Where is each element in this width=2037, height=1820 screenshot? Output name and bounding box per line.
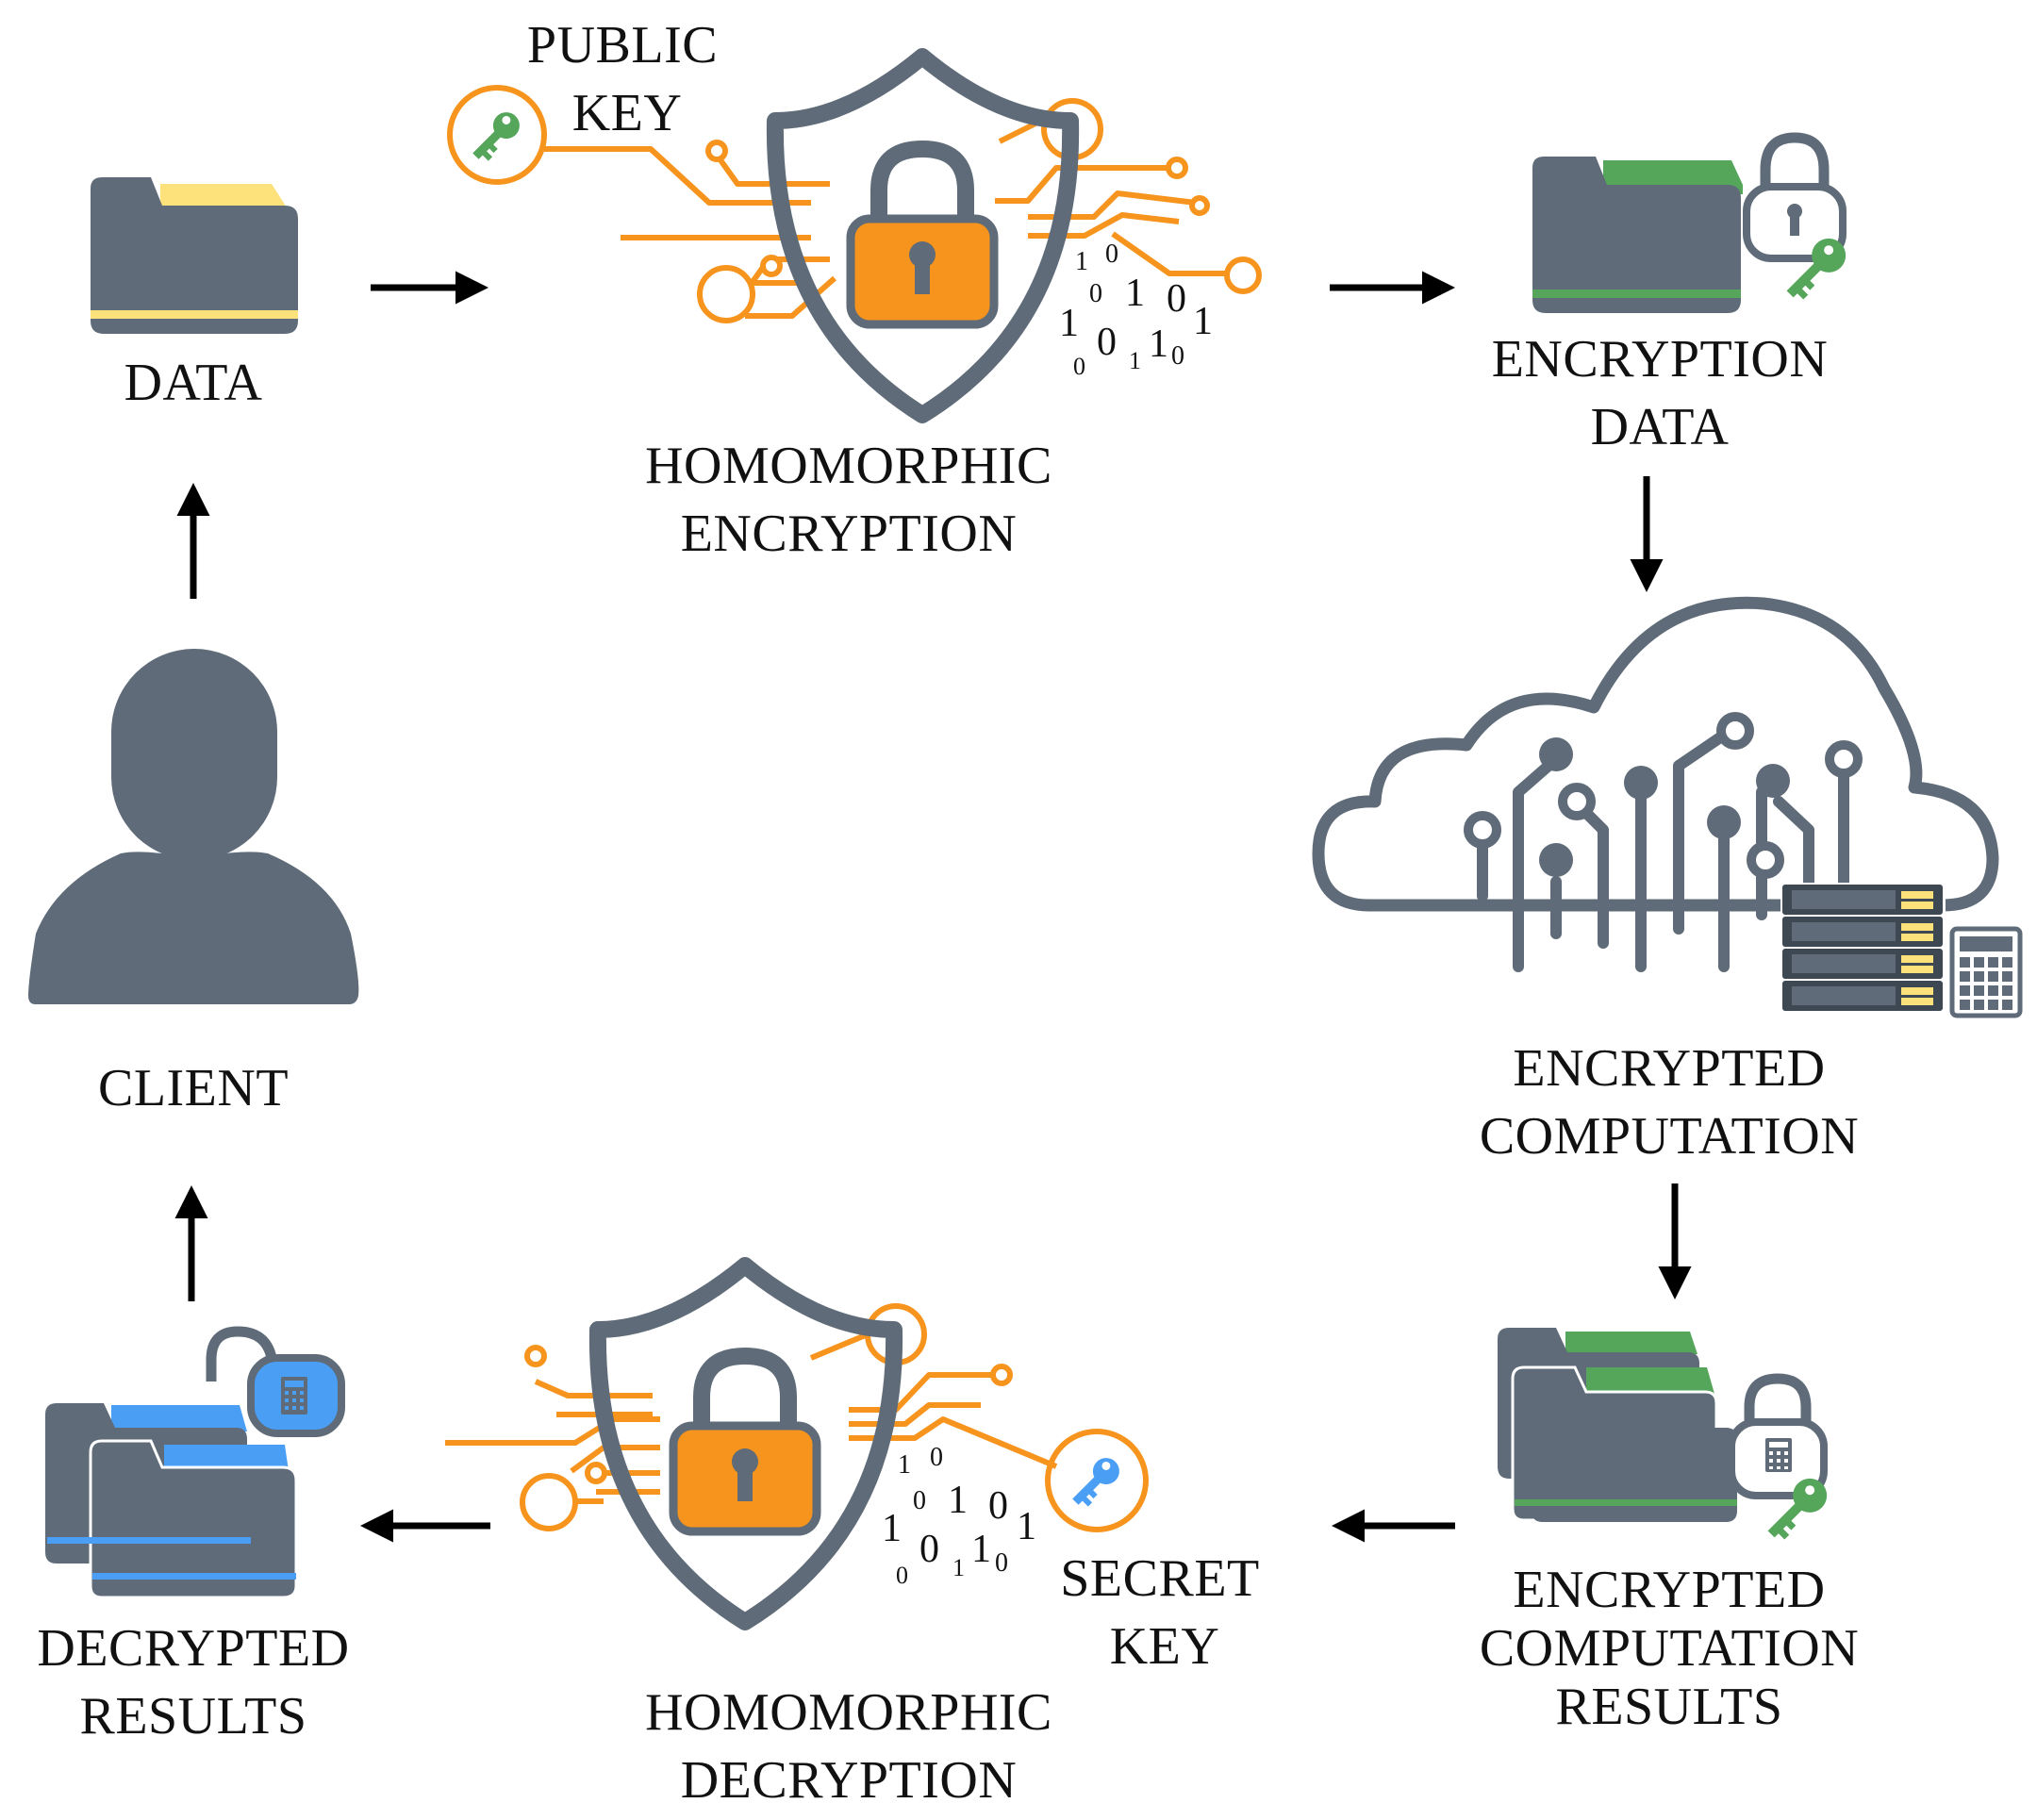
label-homomorphic-encryption: HOMOMORPHIC ENCRYPTION	[645, 437, 1052, 563]
binary-digit: 1	[1193, 300, 1213, 343]
label-client: CLIENT	[97, 1059, 290, 1117]
secret-key-icon	[1045, 1429, 1149, 1532]
binary-digit: 1	[1125, 272, 1145, 315]
binary-digit: 0	[930, 1443, 943, 1472]
encrypted-results-folder-icon	[1498, 1328, 1828, 1540]
key-icon	[1767, 1478, 1828, 1540]
label-secret-key: SECRET KEY	[1060, 1549, 1260, 1676]
decrypted-results-folder-icon	[45, 1326, 345, 1599]
label-public-key: PUBLIC KEY	[526, 16, 719, 142]
key-icon	[1786, 238, 1847, 300]
label-homomorphic-decryption: HOMOMORPHIC DECRYPTION	[645, 1683, 1052, 1810]
binary-digit: 1	[971, 1528, 991, 1571]
binary-digit: 0	[896, 1562, 908, 1589]
binary-digit: 0	[995, 1548, 1008, 1578]
shield-lock-icon	[766, 48, 1080, 423]
cloud-circuit-icon	[1312, 596, 1999, 972]
binary-digit: 0	[1089, 279, 1102, 308]
binary-digit: 1	[882, 1507, 902, 1550]
shield-lock-icon	[588, 1257, 903, 1630]
public-key-icon	[447, 85, 547, 185]
binary-digit: 0	[913, 1486, 926, 1515]
binary-digit: 0	[919, 1528, 939, 1571]
label-decrypted-results: DECRYPTED RESULTS	[37, 1619, 350, 1746]
binary-digit: 1	[1059, 302, 1079, 345]
binary-digit: 1	[1075, 247, 1088, 276]
binary-digit: 1	[1129, 347, 1141, 374]
server-rack-icon	[1780, 883, 1946, 1015]
label-encrypted-computation: ENCRYPTED COMPUTATION	[1479, 1039, 1860, 1166]
folder-icon	[91, 177, 298, 334]
locked-folder-icon	[1532, 132, 1847, 313]
binary-digit: 0	[988, 1484, 1008, 1528]
binary-digit: 1	[1017, 1505, 1036, 1548]
binary-digit: 1	[948, 1479, 968, 1522]
binary-digit: 0	[1105, 240, 1118, 269]
label-encryption-data: ENCRYPTION DATA	[1491, 330, 1829, 456]
binary-digit: 1	[952, 1554, 965, 1581]
label-data: DATA	[124, 354, 263, 412]
binary-digit: 0	[1171, 341, 1184, 371]
label-encrypted-computation-results: ENCRYPTED COMPUTATION RESULTS	[1479, 1561, 1860, 1736]
calculator-icon	[1949, 926, 2023, 1018]
binary-digit: 0	[1167, 277, 1186, 321]
binary-digit: 1	[1149, 323, 1168, 366]
binary-digit: 0	[1097, 321, 1117, 364]
flow-arrows	[174, 271, 1692, 1543]
binary-digit: 1	[898, 1450, 911, 1480]
user-icon	[28, 649, 359, 1004]
binary-digit: 0	[1073, 353, 1085, 380]
